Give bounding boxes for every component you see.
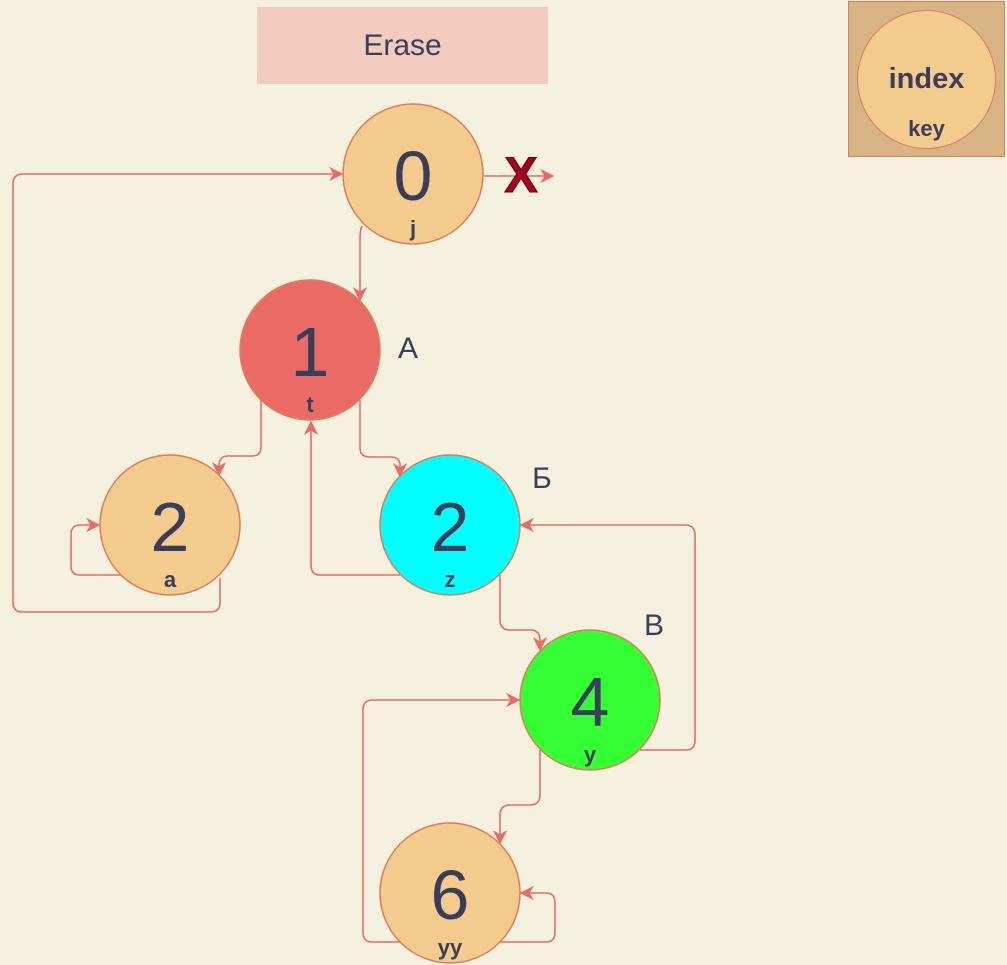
node-key: j <box>409 216 416 241</box>
edge-n1-to-n2z <box>359 400 408 478</box>
node-index: 2 <box>431 488 470 566</box>
edge-n4-to-n2z <box>519 517 696 751</box>
node-index: 6 <box>431 856 470 934</box>
node-index: 2 <box>151 488 190 566</box>
node-n1[interactable]: 1t А <box>239 279 418 421</box>
node-key: t <box>306 392 314 417</box>
node-index: 0 <box>394 137 433 215</box>
node-circle <box>379 454 521 596</box>
edge-n2a-to-n2a <box>70 517 122 576</box>
node-tag: Б <box>532 462 552 495</box>
node-circle <box>342 103 484 245</box>
edge-n2a-to-n0 <box>12 166 344 613</box>
erase-title: Erase <box>257 7 548 84</box>
edge-n2z-to-n4 <box>499 575 548 652</box>
node-circle <box>239 279 381 421</box>
node-key: a <box>164 567 177 592</box>
legend-node: index key <box>857 10 996 149</box>
node-key: yy <box>438 935 463 960</box>
node-key: z <box>445 567 456 592</box>
edge-n6-to-n4 <box>362 692 521 943</box>
node-index: 1 <box>291 313 330 391</box>
node-index: 4 <box>571 663 610 741</box>
node-tag: А <box>398 332 418 365</box>
node-n2z[interactable]: 2z Б <box>379 454 552 596</box>
edge-n2z-to-n1 <box>303 420 400 576</box>
legend-key-label: key <box>908 116 945 141</box>
node-n2a[interactable]: 2a <box>99 454 241 596</box>
node-key: y <box>584 742 597 767</box>
node-circle <box>519 629 661 771</box>
node-circle <box>379 822 521 964</box>
edge-n6-to-n6 <box>500 885 556 943</box>
node-circle <box>99 454 241 596</box>
edge-n1-to-n2a <box>211 400 262 477</box>
edge-n4-to-n6 <box>492 750 541 845</box>
edge-n0-to-n1 <box>352 225 368 302</box>
legend-index-label: index <box>888 63 965 95</box>
node-n0[interactable]: 0j <box>342 103 484 245</box>
node-n4[interactable]: 4y В <box>519 609 664 771</box>
node-tag: В <box>644 609 664 642</box>
erased-cross-icon: X <box>504 147 537 203</box>
node-n6[interactable]: 6yy <box>379 822 521 964</box>
legend: index key <box>848 1 1005 157</box>
